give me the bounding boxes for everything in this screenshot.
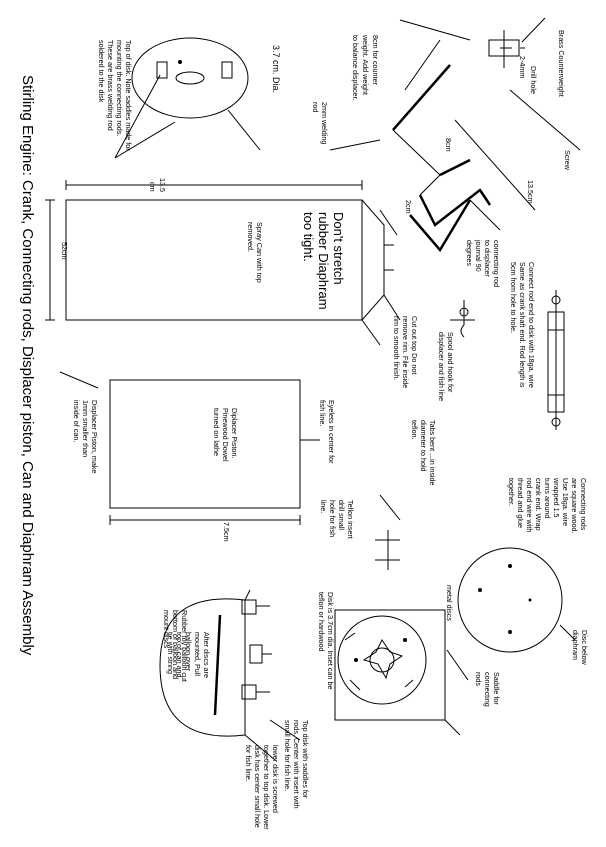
can-width-label: 52cm — [60, 242, 69, 260]
disc-below-diaphragm-sketch — [457, 547, 576, 653]
saddle-note-3: rods — [474, 672, 483, 686]
teflon-insert-sketch — [375, 494, 401, 570]
disk-dia-note-2: teflon or hardwood — [317, 592, 326, 652]
wood-rods-note-2: are square wood. — [570, 478, 579, 534]
wood-rods-note-6: crank end. Wrap — [534, 478, 543, 531]
welding-rod-note-1: 2mm welding — [320, 102, 329, 144]
disc-below-note-1: Disc below — [580, 630, 589, 666]
teflon-note-3: hole for fish — [328, 500, 337, 537]
crank-2cm-label: 2cm — [404, 200, 413, 214]
top-of-disk-sketch — [114, 37, 261, 159]
cut-top-note-1: Cut out top Do not — [410, 316, 419, 374]
wood-rods-note-4: wrapped 1.5 — [552, 477, 561, 518]
metal-discs-label: metal discs — [445, 585, 454, 621]
connect-rod-note-2: Same as crank shaft end. Rod length is — [518, 262, 527, 388]
brass-counterweight-label: Brass Counterweight — [557, 30, 566, 97]
screw-label: Screw — [563, 150, 572, 171]
top-disk-saddles-note-1: Top disk with saddles for — [301, 720, 310, 799]
wood-rods-note-1: Connecting rods — [579, 478, 588, 531]
disc-below-note-2: diaphram — [571, 630, 580, 660]
welding-rod-note-2: rod — [311, 102, 320, 112]
saddle-note-2: connecting — [483, 672, 492, 707]
teflon-note-4: line. — [319, 500, 328, 513]
saddle-note-1: Saddle for — [492, 672, 501, 705]
connect-rod-note-1: Connect rod end to disk with 18ga. wire — [527, 262, 536, 388]
dont-stretch-note-3: too tight. — [301, 212, 316, 262]
connect-rod-note-3: 5cm from hole to hole. — [509, 262, 518, 333]
lower-disk-note-3: disk has center small hole — [253, 745, 262, 828]
connecting-rod-sketch — [547, 290, 565, 430]
drill-size-label: 2-4mm — [518, 56, 527, 78]
after-discs-note-4: top of can and — [175, 632, 184, 678]
spool-note-2: displacer and fish line — [437, 332, 446, 401]
dont-stretch-note-2: rubber Diaphram — [316, 212, 331, 310]
crank-sketch — [329, 19, 581, 253]
wood-rods-note-5: turns around — [543, 478, 552, 518]
lower-disk-note-1: lower disk is screwed — [271, 745, 280, 813]
tabs-note-2: diameter to hold — [419, 420, 428, 472]
spool-hook-sketch — [450, 300, 475, 338]
top-disk-note-2: mounting the connecting rods. — [115, 40, 124, 136]
displacer-piston-note-2: Pinewood Dowel — [221, 408, 230, 462]
crank-8cm-label: 8cm — [444, 138, 453, 152]
teflon-note-2: drill small — [337, 500, 346, 530]
displacer-make-note-2: 1mm smaller than — [81, 400, 90, 457]
journal-note-4: degrees — [465, 240, 474, 266]
displacer-length-label: 7.5cm — [222, 522, 231, 542]
rubber-balloon-note-1: Rubber toy balloon cut — [180, 610, 189, 682]
displacer-piston-note-3: turned on lathe — [212, 408, 221, 456]
rubber-balloon-note-2: bottom of balloon and — [171, 610, 180, 679]
after-discs-note-1: After discs are — [202, 632, 211, 678]
spray-can-note-1: Spray Can with top — [255, 222, 264, 283]
displacer-make-note-1: Displacer Piston, make — [90, 400, 99, 474]
spray-can-sketch — [45, 180, 401, 346]
disk-dia-note-1: Disk is 3.7cm dia. Inset can be — [326, 592, 335, 689]
lower-disk-note-4: for fish line. — [244, 745, 253, 782]
journal-note-1: connecting rod — [492, 240, 501, 287]
top-disk-note-3: These are brass welding rod — [106, 40, 115, 131]
displacer-make-note-3: inside of can. — [72, 400, 81, 442]
brass-counterweight-sketch — [488, 17, 546, 68]
wood-rods-note-8: thread and glue — [516, 478, 525, 528]
counter-weight-note-3: to balance displacer. — [351, 35, 360, 101]
displacer-piston-sketch — [59, 371, 320, 525]
lower-disk-note-2: together to top disk. Lower — [262, 745, 271, 830]
journal-note-3: journal 90 — [474, 239, 483, 272]
can-height-label: 13.5 — [158, 178, 167, 192]
crank-13-5cm-label: 13.5cm — [526, 180, 535, 204]
disk-diameter-label: 3.7 cm. Dia. — [271, 45, 281, 93]
counter-weight-note-1: 8cm for counter — [371, 35, 380, 86]
after-discs-note-5: tie with string — [166, 632, 175, 674]
dont-stretch-note-1: Don't stretch — [331, 212, 346, 285]
can-height-unit-label: cm — [148, 182, 157, 192]
page-title: Stirling Engine: Crank, Connecting rods,… — [19, 75, 36, 656]
spray-can-note-2: removed. — [246, 222, 255, 252]
counter-weight-note-2: weight. Add weight — [361, 34, 370, 95]
journal-note-2: to displacer — [483, 240, 492, 277]
top-disk-note-4: soldered to the disk — [97, 40, 106, 103]
cut-top-note-2: remove rim. File inside — [401, 316, 410, 388]
top-disk-saddles-note-3: small hole for fish line. — [283, 720, 292, 791]
after-discs-note-3: balloon over — [184, 632, 193, 672]
top-disk-saddles-note-2: rods. Center with insert with — [292, 720, 301, 809]
rubber-balloon-note-3: mount discs — [162, 610, 171, 649]
wood-rods-note-3: Use 18ga. wire — [561, 478, 570, 526]
displacer-piston-note-1: Diplacer Piston. — [230, 408, 239, 458]
eyelets-note-1: Eyelets in center for — [327, 400, 336, 464]
eyelets-note-2: fish line. — [318, 400, 327, 426]
after-discs-note-2: mounted, Pull — [193, 632, 202, 676]
cut-top-note-3: rim to smooth finish. — [392, 316, 401, 380]
drill-hole-label: Drill hole — [529, 66, 538, 94]
balloon-assembly-sketch — [159, 589, 301, 761]
tabs-note-1: Tabs bent ...in inside — [428, 420, 437, 486]
tabs-note-3: teflon. — [410, 420, 419, 440]
wood-rods-note-9: together. — [507, 478, 516, 506]
top-disk-note-1: Top of disk. Note saddles made for — [124, 40, 133, 151]
teflon-note-1: Teflon insert — [346, 500, 355, 539]
spool-note-1: Spool and hook for — [446, 332, 455, 393]
wood-rods-note-7: rod end wire with — [525, 478, 534, 532]
top-disc-with-saddles-sketch — [334, 609, 469, 736]
